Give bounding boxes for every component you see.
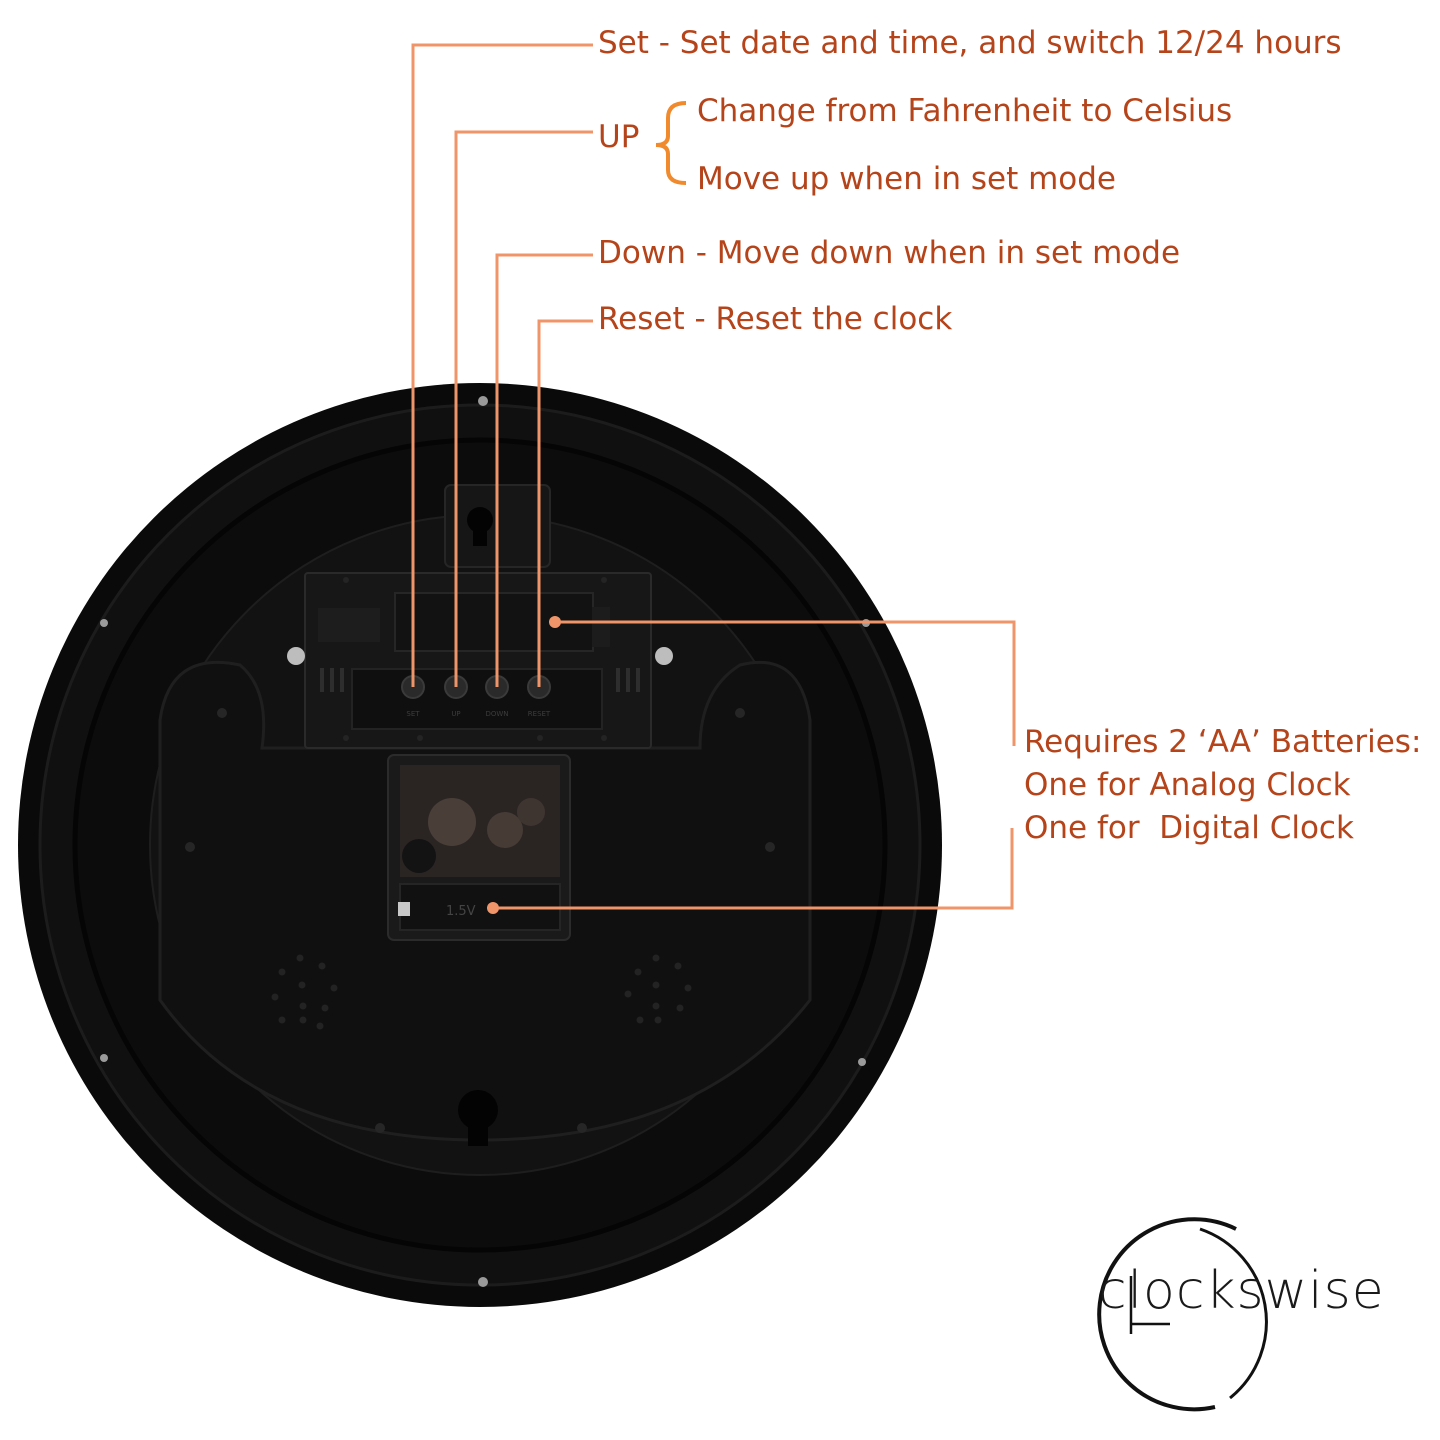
speaker-grille-right — [624, 954, 692, 1024]
up-brace — [655, 101, 687, 185]
battery-callout-line3: One for Digital Clock — [1024, 810, 1354, 846]
leader-lines — [411, 43, 1016, 910]
up-callout-label: UP — [598, 119, 640, 155]
down-leader-line — [495, 253, 593, 687]
digital-module — [287, 572, 673, 749]
module-buttons: SET UP DOWN RESET — [401, 675, 551, 718]
battery-leader-line-digital — [555, 620, 1016, 746]
brand-logo-mark — [1097, 1217, 1268, 1412]
brand-logo-text: clockswise — [1098, 1261, 1385, 1321]
up-callout-line2: Move up when in set mode — [697, 161, 1116, 197]
reset-callout: Reset - Reset the clock — [598, 301, 953, 337]
battery-callout-line2: One for Analog Clock — [1024, 767, 1351, 803]
body-screw-holes — [185, 708, 775, 1133]
button-label-up: UP — [451, 710, 460, 718]
bottom-hanger — [458, 1090, 498, 1146]
button-label-down: DOWN — [485, 710, 508, 718]
analog-movement: 1.5V — [387, 754, 571, 941]
battery-callout-line1: Requires 2 ‘AA’ Batteries: — [1024, 724, 1422, 760]
speaker-grille-left — [271, 954, 338, 1030]
up-callout-line1: Change from Fahrenheit to Celsius — [697, 93, 1233, 129]
set-callout: Set - Set date and time, and switch 12/2… — [598, 25, 1342, 61]
set-leader-line — [411, 43, 593, 687]
down-callout: Down - Move down when in set mode — [598, 235, 1181, 271]
reset-leader-line — [537, 319, 593, 687]
up-leader-line — [454, 130, 593, 687]
battery-leader-line-analog — [493, 828, 1014, 910]
button-label-reset: RESET — [528, 710, 551, 718]
battery-marking: 1.5V — [446, 904, 476, 919]
button-label-set: SET — [406, 710, 420, 718]
leader-endpoints — [487, 616, 561, 914]
